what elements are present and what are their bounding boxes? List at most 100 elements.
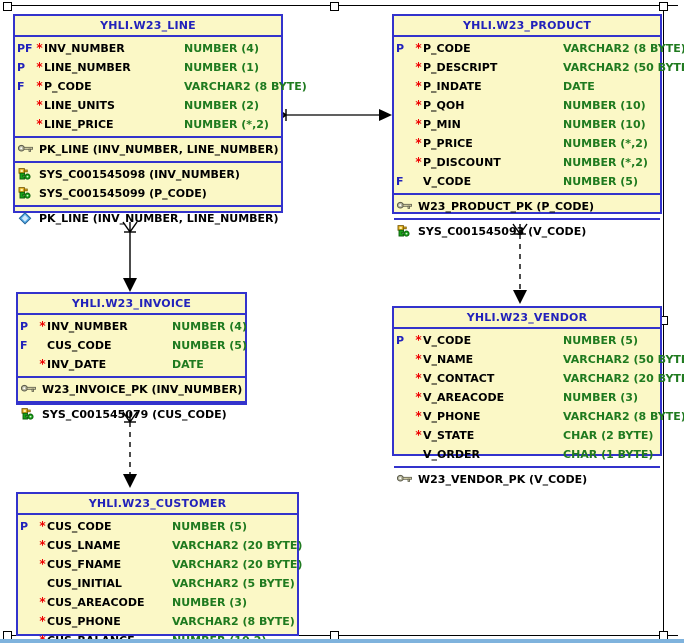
not-null-marker: * bbox=[39, 357, 46, 371]
constraint-row[interactable]: W23_INVOICE_PK (INV_NUMBER) bbox=[18, 380, 245, 399]
constraint-label: SYS_C001545099 (P_CODE) bbox=[39, 187, 207, 200]
constraint-label: W23_VENDOR_PK (V_CODE) bbox=[418, 473, 588, 486]
constraint-section: W23_INVOICE_PK (INV_NUMBER) bbox=[18, 378, 245, 403]
column-name: P_PRICE bbox=[423, 137, 473, 150]
not-null-marker: * bbox=[415, 409, 422, 423]
column-name: INV_NUMBER bbox=[47, 320, 128, 333]
connector-product-to-vendor[interactable] bbox=[500, 212, 540, 312]
column-name: V_CONTACT bbox=[423, 372, 495, 385]
not-null-marker: * bbox=[415, 428, 422, 442]
resize-handle[interactable] bbox=[659, 2, 668, 11]
column-name: INV_NUMBER bbox=[44, 42, 125, 55]
column-datatype: VARCHAR2 (50 BYTE) bbox=[563, 61, 684, 74]
constraint-section: SYS_C001545093 (V_CODE) bbox=[394, 220, 660, 243]
column-name: V_ORDER bbox=[423, 448, 480, 461]
constraint-row[interactable]: PK_LINE (INV_NUMBER, LINE_NUMBER) bbox=[15, 140, 281, 159]
column-key-flag: PF bbox=[17, 42, 33, 55]
column-datatype: VARCHAR2 (8 BYTE) bbox=[563, 42, 684, 55]
constraint-section: SYS_C001545079 (CUS_CODE) bbox=[18, 403, 245, 426]
constraint-row[interactable]: SYS_C001545098 (INV_NUMBER) bbox=[15, 165, 281, 184]
column-datatype: NUMBER (2) bbox=[184, 99, 259, 112]
not-null-marker: * bbox=[415, 60, 422, 74]
not-null-marker: * bbox=[36, 60, 43, 74]
column-datatype: NUMBER (10) bbox=[563, 99, 646, 112]
not-null-marker: * bbox=[415, 371, 422, 385]
column-datatype: NUMBER (*,2) bbox=[563, 137, 648, 150]
resize-handle[interactable] bbox=[3, 2, 12, 11]
column-name: V_NAME bbox=[423, 353, 474, 366]
constraint-row[interactable]: PK_LINE (INV_NUMBER, LINE_NUMBER) bbox=[15, 209, 281, 228]
constraint-row[interactable]: W23_PRODUCT_PK (P_CODE) bbox=[394, 197, 660, 216]
column-name: P_DISCOUNT bbox=[423, 156, 501, 169]
column-datatype: NUMBER (10) bbox=[563, 118, 646, 131]
constraint-section: PK_LINE (INV_NUMBER, LINE_NUMBER) bbox=[15, 207, 281, 230]
index-key-icon bbox=[18, 168, 35, 181]
constraint-row[interactable]: SYS_C001545093 (V_CODE) bbox=[394, 222, 660, 241]
column-key-flag: F bbox=[396, 175, 404, 188]
unique-diamond-icon bbox=[18, 212, 35, 225]
not-null-marker: * bbox=[39, 319, 46, 333]
column-name: P_CODE bbox=[423, 42, 471, 55]
connector-invoice-to-customer[interactable] bbox=[110, 402, 150, 494]
column-row[interactable]: *CUS_BALANCENUMBER (10,2) bbox=[18, 631, 297, 643]
index-key-icon bbox=[397, 225, 414, 238]
not-null-marker: * bbox=[415, 390, 422, 404]
column-datatype: VARCHAR2 (5 BYTE) bbox=[172, 577, 295, 590]
constraint-label: W23_INVOICE_PK (INV_NUMBER) bbox=[42, 383, 243, 396]
column-datatype: NUMBER (*,2) bbox=[184, 118, 269, 131]
constraint-row[interactable]: W23_VENDOR_PK (V_CODE) bbox=[394, 470, 660, 489]
column-datatype: NUMBER (5) bbox=[563, 334, 638, 347]
column-datatype: NUMBER (5) bbox=[563, 175, 638, 188]
window-bottom-strip bbox=[0, 639, 684, 643]
column-key-flag: P bbox=[20, 320, 29, 333]
resize-handle[interactable] bbox=[330, 2, 339, 11]
not-null-marker: * bbox=[39, 614, 46, 628]
constraint-label: SYS_C001545093 (V_CODE) bbox=[418, 225, 587, 238]
pk-key-icon bbox=[18, 143, 35, 156]
constraint-row[interactable]: SYS_C001545099 (P_CODE) bbox=[15, 184, 281, 203]
constraint-row[interactable]: SYS_C001545079 (CUS_CODE) bbox=[18, 405, 245, 424]
column-name: CUS_CODE bbox=[47, 520, 112, 533]
canvas-frame-top bbox=[6, 5, 678, 6]
column-name: V_CODE bbox=[423, 334, 472, 347]
connector-line-to-invoice[interactable] bbox=[110, 210, 150, 296]
